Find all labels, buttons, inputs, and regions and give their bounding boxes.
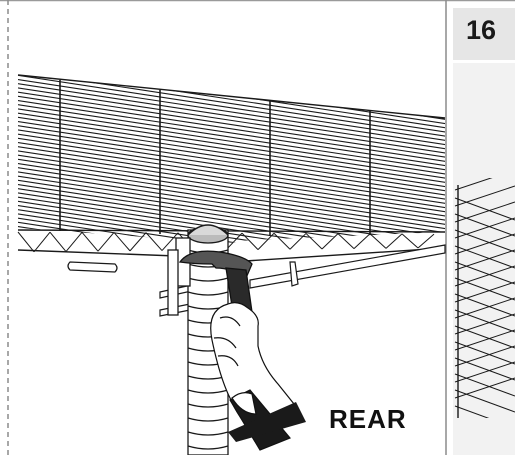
rear-label: REAR — [329, 404, 407, 434]
rear-arrow — [228, 402, 306, 442]
next-step-shelf-preview — [454, 178, 515, 418]
step-header-subbox — [453, 63, 515, 455]
step-header-box — [453, 8, 515, 60]
step-number: 16 — [466, 15, 497, 45]
